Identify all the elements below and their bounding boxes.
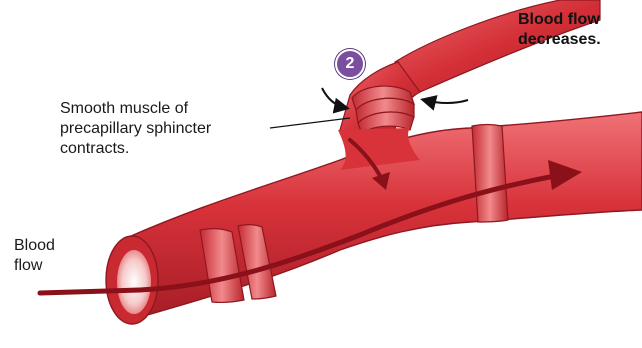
precapillary-sphincter [352, 86, 414, 134]
step-number-badge: 2 [335, 49, 365, 79]
inflow-label-line2: flow [14, 256, 55, 276]
sphincter-label-line3: contracts. [60, 139, 211, 159]
outcome-label: Blood flow decreases. [518, 10, 601, 50]
outcome-label-line1: Blood flow [518, 10, 601, 30]
sphincter-leader-line [270, 118, 350, 128]
contraction-arrow-right [424, 100, 468, 103]
vessel-lumen [117, 250, 151, 314]
sphincter-label: Smooth muscle of precapillary sphincter … [60, 99, 211, 159]
contraction-arrow-left [322, 88, 346, 108]
inflow-label-line1: Blood [14, 236, 55, 256]
sphincter-label-line2: precapillary sphincter [60, 119, 211, 139]
sphincter-label-line1: Smooth muscle of [60, 99, 211, 119]
outcome-label-line2: decreases. [518, 30, 601, 50]
inflow-label: Blood flow [14, 236, 55, 276]
